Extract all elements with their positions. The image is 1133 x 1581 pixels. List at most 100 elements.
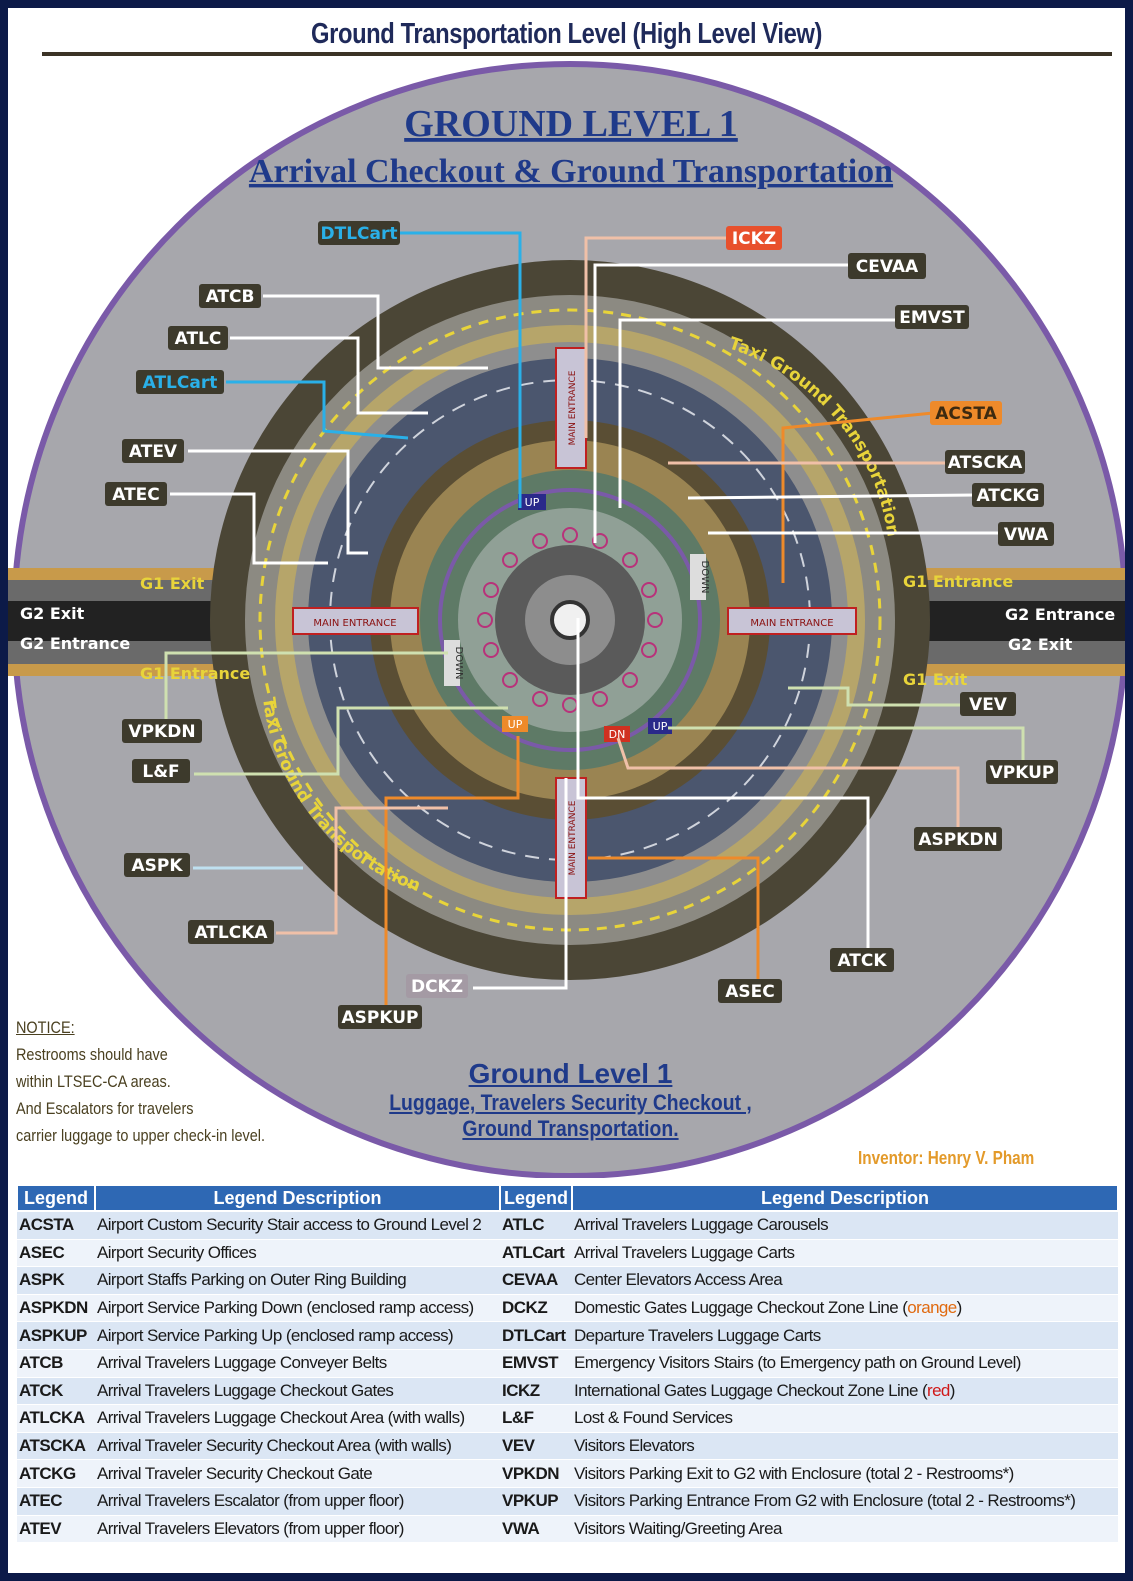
escalator-dn-southeast: DN — [604, 726, 630, 742]
legend-code: ATEV — [17, 1515, 95, 1544]
legend-code: DTLCart — [500, 1321, 572, 1350]
legend-desc: Airport Staffs Parking on Outer Ring Bui… — [95, 1266, 500, 1295]
legend-desc-text: Domestic Gates Luggage Checkout Zone Lin… — [574, 1298, 908, 1318]
main-entrance-west — [292, 607, 419, 635]
svg-text:UP: UP — [653, 720, 668, 733]
main-entrance-north — [555, 347, 587, 469]
road-label-g1-exit-right: G1 Exit — [903, 670, 968, 689]
legend-desc: Domestic Gates Luggage Checkout Zone Lin… — [572, 1294, 1118, 1323]
svg-text:ASPKDN: ASPKDN — [918, 830, 997, 850]
legend-desc: Visitors Waiting/Greeting Area — [572, 1515, 1118, 1544]
road-label-g2-exit-left: G2 Exit — [20, 604, 85, 623]
callout-aspkdn: ASPKDN — [914, 827, 1002, 851]
main-entrance-east-label: MAIN ENTRANCE — [750, 618, 833, 629]
callout-vpkup: VPKUP — [986, 760, 1058, 784]
legend-desc: Arrival Travelers Luggage Carts — [572, 1239, 1118, 1268]
svg-text:L&F: L&F — [142, 762, 179, 782]
legend-desc: Airport Service Parking Down (enclosed r… — [95, 1294, 500, 1323]
legend-header-code-1: Legend — [16, 1184, 96, 1212]
callout-aspk: ASPK — [124, 853, 190, 877]
legend-desc: Arrival Travelers Escalator (from upper … — [95, 1487, 500, 1516]
legend-desc: Arrival Travelers Luggage Checkout Gates — [95, 1377, 500, 1406]
callout-atcb: ATCB — [199, 284, 261, 308]
legend-code: ATLC — [500, 1211, 572, 1240]
callout-atscka: ATSCKA — [945, 450, 1025, 474]
notice-box: NOTICE: Restrooms should have within LTS… — [16, 1014, 265, 1149]
legend-desc: Airport Security Offices — [95, 1239, 500, 1268]
legend-desc-highlight: orange — [907, 1298, 957, 1318]
legend-code: ATLCKA — [17, 1404, 95, 1433]
svg-text:DOWN: DOWN — [699, 561, 710, 594]
notice-line-4: carrier luggage to upper check-in level. — [16, 1126, 265, 1145]
callout-asec: ASEC — [718, 979, 782, 1003]
callouts: DTLCart ICKZ CEVAA EMVST ACSTA ATSCKA AT… — [105, 221, 1058, 1029]
legend-desc-tail: ) — [956, 1298, 963, 1318]
legend-desc-tail: ) — [949, 1380, 956, 1400]
callout-atlcka: ATLCKA — [188, 920, 274, 944]
svg-text:EMVST: EMVST — [899, 308, 965, 328]
callout-vpkdn: VPKDN — [122, 719, 202, 743]
road-label-g1-entrance-left: G1 Entrance — [140, 664, 250, 683]
callout-atlcart: ATLCart — [136, 370, 224, 394]
svg-text:UP: UP — [525, 496, 540, 509]
svg-text:VWA: VWA — [1004, 525, 1049, 545]
leader-lines — [164, 231, 1025, 1013]
legend-desc: Arrival Travelers Elevators (from upper … — [95, 1515, 500, 1544]
legend-code: ATLCart — [500, 1239, 572, 1268]
svg-text:ATLCart: ATLCart — [143, 373, 218, 393]
svg-text:UP: UP — [508, 718, 523, 731]
main-entrance-east — [727, 607, 857, 635]
page-frame: Ground Transportation Level (High Level … — [8, 8, 1125, 1573]
legend-desc: Visitors Parking Entrance From G2 with E… — [572, 1487, 1118, 1516]
page-title: Ground Transportation Level (High Level … — [311, 18, 822, 50]
svg-text:VEV: VEV — [969, 695, 1008, 715]
legend-code: VWA — [500, 1515, 572, 1544]
svg-text:ATCB: ATCB — [206, 287, 255, 307]
legend-header-desc-2: Legend Description — [571, 1184, 1119, 1212]
caption-line-3: Ground Transportation. — [462, 1116, 679, 1141]
legend-desc: Arrival Travelers Luggage Conveyer Belts — [95, 1349, 500, 1378]
legend-desc: Visitors Parking Exit to G2 with Enclosu… — [572, 1459, 1118, 1488]
floor-plan-diagram: MAIN ENTRANCE MAIN ENTRANCE MAIN ENTRANC… — [8, 61, 1125, 1178]
legend-desc: Emergency Visitors Stairs (to Emergency … — [572, 1349, 1118, 1378]
callout-acsta: ACSTA — [930, 401, 1002, 425]
legend-desc-highlight: red — [927, 1380, 950, 1400]
ground-level-heading: GROUND LEVEL 1 — [404, 103, 738, 145]
callout-vwa: VWA — [998, 522, 1054, 546]
svg-text:VPKUP: VPKUP — [990, 763, 1055, 783]
legend-desc: Lost & Found Services — [572, 1404, 1118, 1433]
svg-text:ICKZ: ICKZ — [732, 229, 776, 249]
legend-code: ATCK — [17, 1377, 95, 1406]
svg-text:ATLC: ATLC — [175, 329, 222, 349]
legend-code: ASPK — [17, 1266, 95, 1295]
notice-line-1: Restrooms should have — [16, 1045, 168, 1064]
road-label-g2-entrance-right: G2 Entrance — [1005, 605, 1115, 624]
legend-code: ASEC — [17, 1239, 95, 1268]
legend-desc: Arrival Travelers Luggage Checkout Area … — [95, 1404, 500, 1433]
legend-code: ATCB — [17, 1349, 95, 1378]
svg-text:DN: DN — [609, 728, 626, 741]
right-tunnel — [928, 601, 1125, 641]
legend-desc-text: International Gates Luggage Checkout Zon… — [574, 1380, 928, 1400]
callout-dckz: DCKZ — [406, 974, 468, 998]
legend-desc: Airport Service Parking Up (enclosed ram… — [95, 1321, 500, 1350]
road-label-g2-entrance-left: G2 Entrance — [20, 634, 130, 653]
legend-desc: Arrival Travelers Luggage Carousels — [572, 1211, 1118, 1240]
legend-code: DCKZ — [500, 1294, 572, 1323]
callout-ickz: ICKZ — [726, 226, 782, 250]
legend-code: ATEC — [17, 1487, 95, 1516]
legend-table: Legend Legend Description Legend Legend … — [16, 1184, 1119, 1544]
legend-code: ASPKDN — [17, 1294, 95, 1323]
callout-aspkup: ASPKUP — [338, 1005, 422, 1029]
svg-text:ASEC: ASEC — [725, 982, 775, 1002]
callout-atck: ATCK — [830, 948, 894, 972]
svg-text:ASPKUP: ASPKUP — [342, 1008, 419, 1028]
legend-desc: Arrival Traveler Security Checkout Gate — [95, 1459, 500, 1488]
callout-atlc: ATLC — [168, 326, 228, 350]
road-label-g2-exit-right: G2 Exit — [1008, 635, 1073, 654]
svg-text:DTLCart: DTLCart — [321, 224, 398, 244]
inventor-credit: Inventor: Henry V. Pham — [858, 1148, 1035, 1168]
